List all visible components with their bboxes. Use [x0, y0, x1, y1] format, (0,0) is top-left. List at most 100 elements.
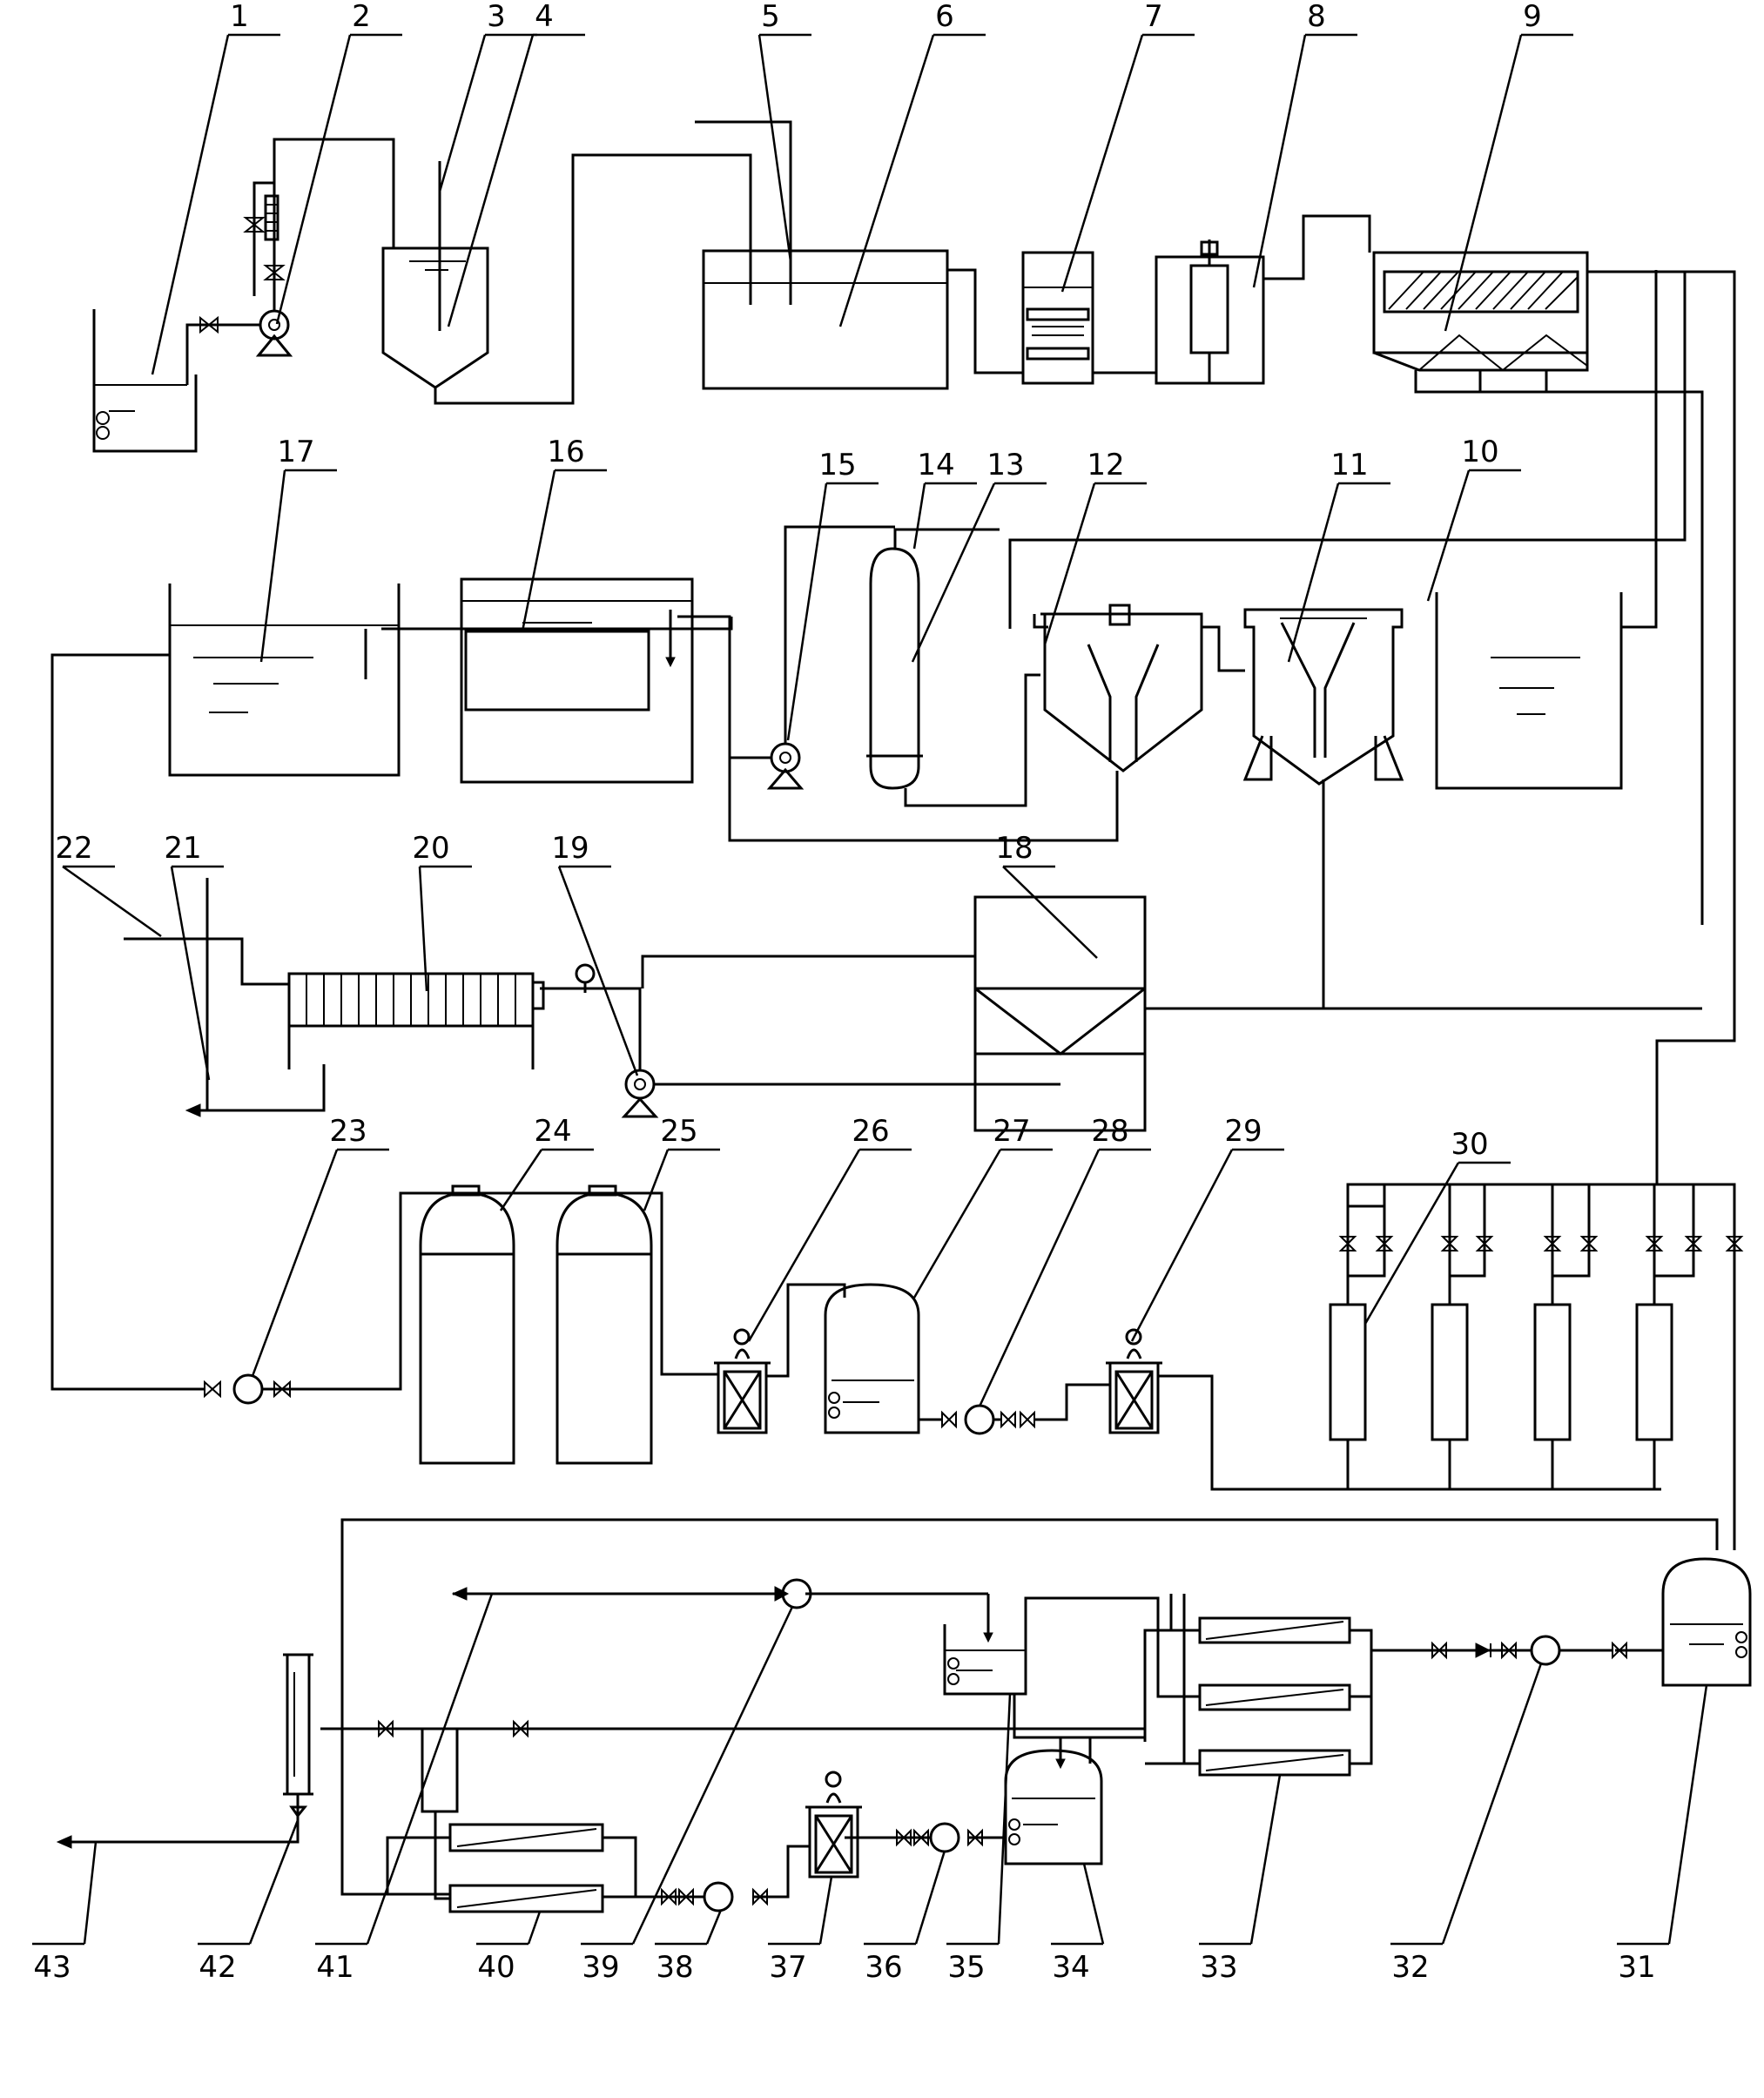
callout-label-13: 13	[986, 448, 1024, 482]
callout-label-9: 9	[1523, 0, 1542, 34]
tank-31	[1612, 1557, 1752, 1687]
pump-2	[243, 138, 395, 357]
callout-label-24: 24	[534, 1114, 571, 1149]
callout-label-11: 11	[1330, 448, 1368, 482]
leader-line	[557, 866, 639, 1076]
leader-line	[643, 1149, 670, 1211]
callout-label-22: 22	[55, 831, 92, 866]
tank-18	[973, 895, 1147, 1132]
pump-28	[941, 1383, 1110, 1435]
leader-line	[438, 34, 487, 192]
leader-line	[366, 1593, 494, 1945]
leader-line	[248, 1819, 300, 1945]
leader-line	[527, 1911, 542, 1945]
callout-label-30: 30	[1451, 1127, 1488, 1162]
callout-label-20: 20	[412, 831, 449, 866]
callout-label-37: 37	[769, 1950, 806, 1985]
callout-label-3: 3	[487, 0, 506, 34]
leader-line	[151, 34, 230, 375]
pump-38	[636, 1881, 768, 1912]
callout-label-7: 7	[1144, 0, 1163, 34]
leader-line	[170, 866, 211, 1081]
callout-label-38: 38	[656, 1950, 693, 1985]
clarifier-11	[1242, 608, 1404, 786]
tank-1	[92, 309, 198, 453]
leader-line	[747, 1149, 861, 1342]
valve-icon[interactable]	[199, 315, 219, 334]
leader-line	[1363, 1162, 1460, 1325]
leader-line	[521, 469, 556, 632]
ro-modules-40	[386, 1729, 637, 1913]
leader-line	[1130, 1149, 1234, 1342]
vessel-25	[555, 1184, 653, 1465]
leader-line	[1287, 482, 1340, 663]
leader-line	[1441, 1663, 1543, 1945]
leader-line	[1667, 1684, 1708, 1945]
callout-label-5: 5	[761, 0, 780, 34]
leader-line	[259, 469, 286, 663]
leader-line	[1082, 1863, 1105, 1945]
leader-line	[914, 1850, 946, 1945]
callout-label-41: 41	[316, 1950, 353, 1985]
callout-label-36: 36	[865, 1950, 902, 1985]
leader-line	[757, 34, 792, 262]
leader-line	[997, 1693, 1012, 1945]
filter-37	[753, 1771, 862, 1899]
vessel-24	[419, 1184, 515, 1465]
column-group-30	[1329, 1183, 1744, 1489]
tank-8	[1155, 239, 1265, 385]
ro-modules-33	[1024, 1594, 1376, 1777]
filter-16	[460, 577, 694, 784]
callout-label-12: 12	[1087, 448, 1124, 482]
callout-label-16: 16	[547, 435, 584, 469]
unit-7	[1021, 251, 1094, 385]
leader-line	[838, 34, 935, 327]
callout-label-1: 1	[230, 0, 249, 34]
callout-label-8: 8	[1307, 0, 1326, 34]
callout-label-26: 26	[852, 1114, 889, 1149]
callout-label-34: 34	[1052, 1950, 1089, 1985]
callout-label-2: 2	[352, 0, 371, 34]
callout-label-43: 43	[33, 1950, 71, 1985]
callout-label-4: 4	[535, 0, 554, 34]
vessel-13	[866, 528, 1040, 807]
leader-line	[251, 1149, 339, 1377]
leader-line	[447, 34, 535, 327]
pump-19	[621, 1069, 1060, 1118]
callout-label-39: 39	[582, 1950, 619, 1985]
callout-label-40: 40	[477, 1950, 515, 1985]
tank-35	[943, 1594, 1027, 1696]
leader-line	[978, 1149, 1101, 1407]
leader-line	[631, 1606, 794, 1945]
leader-line	[1002, 866, 1098, 959]
callout-label-14: 14	[917, 448, 954, 482]
callout-label-28: 28	[1091, 1114, 1128, 1149]
callout-label-6: 6	[935, 0, 954, 34]
leader-line	[1252, 34, 1307, 288]
filter-press-20	[287, 963, 596, 1069]
leader-line	[1426, 469, 1471, 602]
leader-line	[912, 1149, 1002, 1299]
callout-label-35: 35	[947, 1950, 985, 1985]
filter-26	[714, 1328, 771, 1434]
leader-line	[786, 482, 828, 741]
callout-label-29: 29	[1224, 1114, 1262, 1149]
callout-label-27: 27	[993, 1114, 1030, 1149]
callout-label-17: 17	[277, 435, 314, 469]
leader-line	[1043, 482, 1096, 645]
leader-line	[1444, 34, 1523, 332]
leader-line	[1249, 1774, 1282, 1945]
leader-line	[275, 34, 352, 325]
callout-label-31: 31	[1618, 1950, 1655, 1985]
tank-17	[168, 584, 401, 777]
callout-label-10: 10	[1461, 435, 1498, 469]
pump-32	[1376, 1635, 1613, 1666]
leader-line	[418, 866, 428, 992]
callout-label-42: 42	[199, 1950, 236, 1985]
pump-23	[204, 1373, 402, 1405]
tank-6	[695, 120, 949, 390]
callout-label-19: 19	[551, 831, 589, 866]
clarifier-12	[1033, 604, 1245, 772]
leader-line	[62, 865, 162, 938]
